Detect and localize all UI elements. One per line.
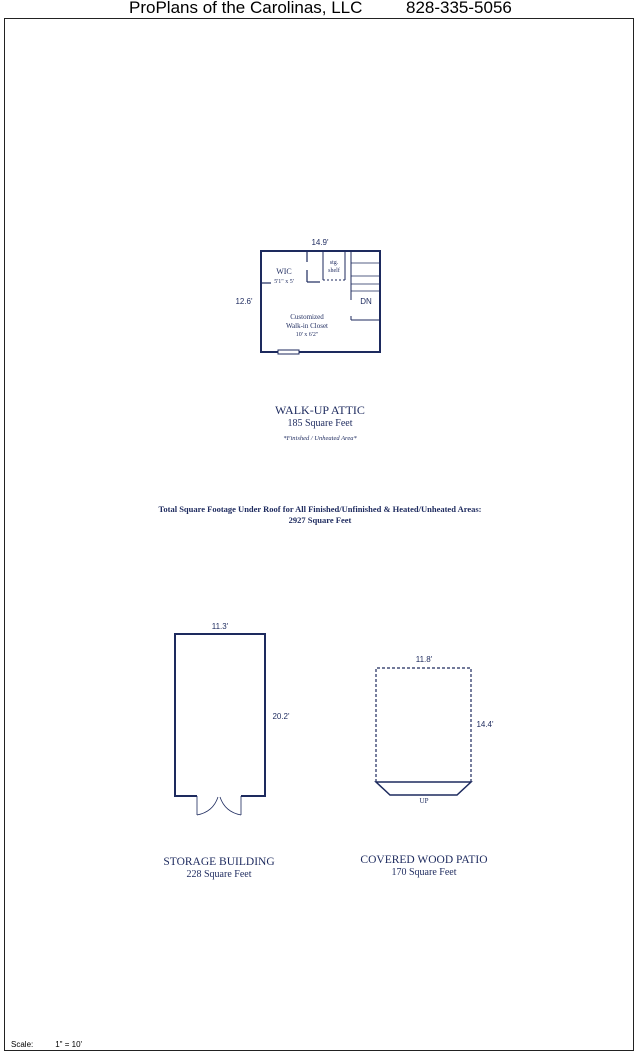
patio-outline (375, 667, 472, 782)
shelf-label-1: stg. (330, 260, 339, 266)
drawing-scale: Scale: 1" = 10' (11, 1040, 82, 1049)
total-footage-line1: Total Square Footage Under Roof for All … (158, 504, 481, 514)
patio-steps (374, 781, 473, 796)
total-footage: Total Square Footage Under Roof for All … (158, 504, 481, 525)
storage-height-dim: 20.2' (272, 712, 290, 721)
phone-number: 828-335-5056 (406, 0, 512, 17)
attic-height-dim: 12.6' (235, 297, 253, 306)
wic-label: WIC (276, 267, 292, 276)
patio-area: 170 Square Feet (392, 867, 457, 878)
scale-label: Scale: (11, 1040, 34, 1049)
storage-door-left (196, 796, 219, 816)
company-name: ProPlans of the Carolinas, LLC (129, 0, 363, 17)
page-border (4, 18, 634, 1051)
attic-title: WALK-UP ATTIC (275, 403, 365, 417)
scale-value: 1" = 10' (55, 1040, 83, 1049)
patio-up-label: UP (420, 797, 429, 805)
closet-label-1: Customized (290, 313, 324, 321)
patio-plan: 11.8' 14.4' UP COVERED WOOD PATIO 170 Sq… (360, 655, 494, 878)
wic-size: 5'1" x 5' (274, 279, 294, 285)
stairs-down-label: DN (360, 297, 372, 306)
attic-note: *Finished / Unheated Area* (283, 435, 357, 442)
attic-window (277, 349, 300, 355)
attic-outline (260, 250, 381, 353)
patio-title: COVERED WOOD PATIO (360, 854, 487, 866)
storage-door-gap (197, 793, 241, 799)
page-header: ProPlans of the Carolinas, LLC 828-335-5… (0, 0, 640, 18)
shelf-label-2: shelf (328, 267, 340, 274)
closet-label-2: Walk-in Closet (286, 322, 328, 330)
attic-area: 185 Square Feet (288, 418, 353, 429)
storage-door-right (219, 796, 242, 816)
total-footage-line2: 2927 Square Feet (289, 515, 352, 525)
storage-width-dim: 11.3' (212, 622, 229, 631)
storage-title: STORAGE BUILDING (163, 856, 274, 868)
patio-height-dim: 14.4' (476, 720, 494, 729)
attic-width-dim: 14.9' (311, 238, 329, 247)
storage-outline (174, 633, 266, 797)
patio-width-dim: 11.8' (416, 655, 433, 664)
closet-size: 10' x 6'2" (296, 332, 319, 338)
storage-plan: 11.3' 20.2' STORAGE BUILDING 228 Square … (163, 622, 290, 880)
attic-plan: 14.9' 12.6' WIC 5'1" x 5' stg. shelf DN … (235, 238, 381, 442)
storage-area: 228 Square Feet (187, 869, 252, 880)
